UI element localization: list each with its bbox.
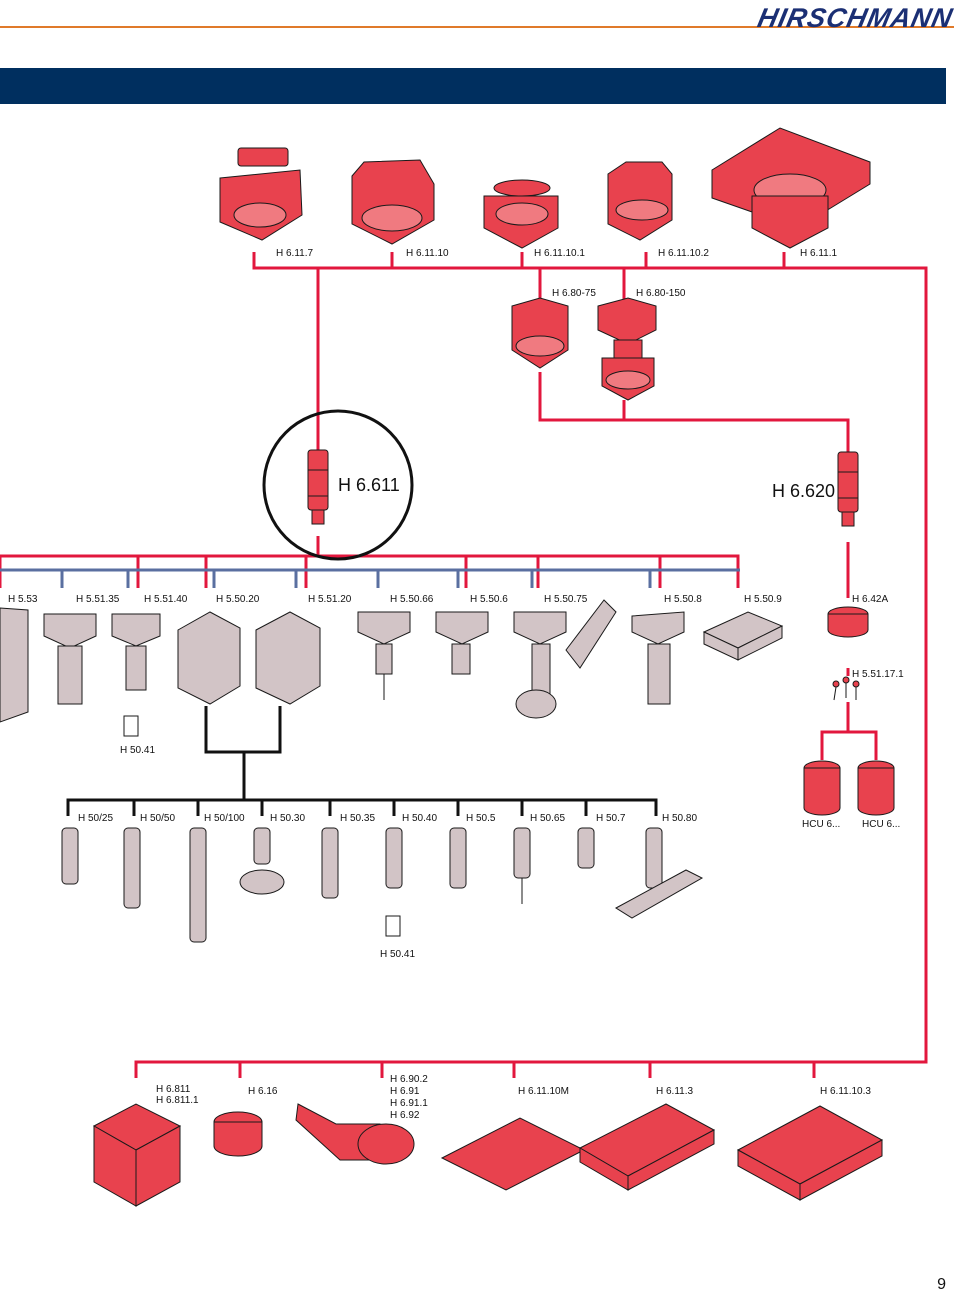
label-row4-9: H 50.7 xyxy=(596,813,626,824)
label-bottom-9: H 6.11.3 xyxy=(656,1086,693,1097)
part-h680-75 xyxy=(511,297,569,369)
label-bottom-3: H 6.16 xyxy=(248,1086,278,1097)
label-row3-6: H 5.50.66 xyxy=(390,594,434,605)
label-top-5: H 6.11.1 xyxy=(800,248,837,259)
part-h6611 xyxy=(307,449,329,525)
label-row4-1: H 50/25 xyxy=(78,813,113,824)
label-row4-2: H 50/50 xyxy=(140,813,175,824)
label-row3-7: H 5.50.6 xyxy=(470,594,508,605)
label-h6620: H 6.620 xyxy=(772,481,835,501)
label-row4-8: H 50.65 xyxy=(530,813,565,824)
part-h642a xyxy=(827,606,869,638)
label-h5511711: H 5.51.17.1 xyxy=(852,669,904,680)
label-row3-5: H 5.51.20 xyxy=(308,594,352,605)
label-hcu-2: HCU 6... xyxy=(862,819,900,830)
label-hcu-1: HCU 6... xyxy=(802,819,840,830)
label-bottom-10: H 6.11.10.3 xyxy=(820,1086,871,1097)
label-row4-10: H 50.80 xyxy=(662,813,697,824)
bottom-row-labels: H 6.811 H 6.811.1 H 6.16 H 6.90.2 H 6.91… xyxy=(156,1074,871,1121)
label-row3-2: H 5.51.35 xyxy=(76,594,120,605)
header-rule xyxy=(0,26,954,28)
part-h5511711 xyxy=(832,676,860,701)
label-collet-2: H 50.41 xyxy=(380,949,415,960)
label-bottom-2: H 6.811.1 xyxy=(156,1095,199,1106)
label-bottom-7: H 6.92 xyxy=(390,1110,420,1121)
label-row3-9: H 5.50.8 xyxy=(664,594,702,605)
top-row-labels: H 6.11.7 H 6.11.10 H 6.11.10.1 H 6.11.10… xyxy=(276,248,837,259)
highlight-circle xyxy=(262,409,414,561)
label-row3-4: H 5.50.20 xyxy=(216,594,260,605)
label-top-2: H 6.11.10 xyxy=(406,248,449,259)
label-top-3: H 6.11.10.1 xyxy=(534,248,585,259)
part-h61110 xyxy=(351,159,435,245)
label-row3-3: H 5.51.40 xyxy=(144,594,188,605)
label-bottom-6: H 6.91.1 xyxy=(390,1098,428,1109)
part-h611102 xyxy=(607,161,673,241)
label-top-4: H 6.11.10.2 xyxy=(658,248,709,259)
label-row4-4: H 50.30 xyxy=(270,813,305,824)
label-row4-7: H 50.5 xyxy=(466,813,496,824)
part-h6111 xyxy=(711,127,871,249)
page-number: 9 xyxy=(937,1276,946,1293)
title-banner xyxy=(0,68,946,104)
black-connector-lines xyxy=(66,706,658,816)
label-row3-8: H 5.50.75 xyxy=(544,594,588,605)
label-bottom-4: H 6.90.2 xyxy=(390,1074,428,1085)
label-row3-1: H 5.53 xyxy=(8,594,38,605)
label-h6611: H 6.611 xyxy=(338,475,400,495)
collet-1 xyxy=(123,715,139,737)
label-top-1: H 6.11.7 xyxy=(276,248,313,259)
label-row4-6: H 50.40 xyxy=(402,813,437,824)
label-bottom-8: H 6.11.10M xyxy=(518,1086,569,1097)
label-bottom-1: H 6.811 xyxy=(156,1084,191,1095)
connector-lines-blue xyxy=(0,568,740,588)
label-collet-1: H 50.41 xyxy=(120,745,155,756)
row3-labels: H 5.53 H 5.51.35 H 5.51.40 H 5.50.20 H 5… xyxy=(8,594,782,605)
connector-lines xyxy=(0,252,928,1078)
row4-labels: H 50/25 H 50/50 H 50/100 H 50.30 H 50.35… xyxy=(78,813,697,824)
label-row4-3: H 50/100 xyxy=(204,813,245,824)
part-h611101 xyxy=(483,179,559,249)
label-row3-10: H 5.50.9 xyxy=(744,594,782,605)
row4-parts xyxy=(61,827,704,943)
label-h642a: H 6.42A xyxy=(852,594,888,605)
label-h680-150: H 6.80-150 xyxy=(636,288,686,299)
row3-parts xyxy=(0,599,784,723)
part-h6620 xyxy=(837,451,859,527)
label-bottom-5: H 6.91 xyxy=(390,1086,420,1097)
part-hcu xyxy=(803,760,895,816)
bottom-parts xyxy=(92,1103,884,1207)
part-h6117 xyxy=(219,147,303,241)
part-h680-150 xyxy=(597,297,657,401)
collet-2 xyxy=(385,915,401,937)
label-row4-5: H 50.35 xyxy=(340,813,375,824)
label-h680-75: H 6.80-75 xyxy=(552,288,596,299)
